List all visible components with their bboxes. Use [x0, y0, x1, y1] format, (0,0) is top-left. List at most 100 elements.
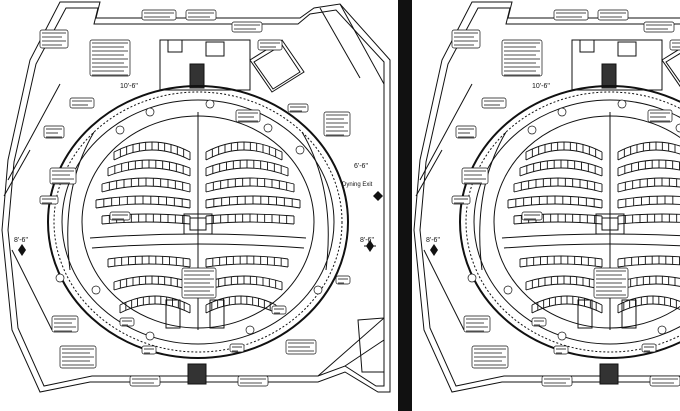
tag-bubble[interactable] [145, 107, 155, 117]
dining-exit-label: Dyning Exit [342, 182, 373, 188]
seat-row-outline [525, 149, 603, 161]
note-callout[interactable] [141, 9, 177, 21]
floor-plan-sheet-right[interactable]: 10'-6" 6'-6" 8'-6" 8'-6" Dyning Exit [412, 0, 680, 411]
note-callout[interactable] [541, 375, 573, 387]
note-callout[interactable] [649, 375, 680, 387]
note-callout[interactable] [257, 39, 283, 51]
dim-southeast-wall: 8'-6" [360, 237, 374, 244]
seat-row-outline [617, 159, 680, 169]
tag-bubble[interactable] [145, 331, 155, 341]
note-callout[interactable] [39, 195, 59, 205]
tag-bubble[interactable] [527, 125, 537, 135]
tag-bubble[interactable] [91, 285, 101, 295]
tag-bubble[interactable] [115, 125, 125, 135]
cross-aisle [89, 233, 307, 239]
tag-bubble[interactable] [55, 273, 65, 283]
north-arrow-icon [430, 244, 438, 256]
building-outline-inner [7, 7, 385, 387]
corridor-line [423, 249, 465, 331]
seat-row-outline [617, 167, 680, 177]
note-callout[interactable] [531, 317, 547, 327]
floor-plan-sheet-left[interactable]: 10'-6" 6'-6" 8'-6" 8'-6" Dyning Exit [0, 0, 398, 411]
seat-row-outline [205, 149, 283, 161]
inner-ring [61, 99, 335, 345]
booth-box [601, 63, 617, 89]
note-callout[interactable] [287, 103, 309, 113]
note-callout[interactable] [597, 9, 629, 21]
note-callout[interactable] [669, 39, 680, 51]
note-callout[interactable] [553, 9, 589, 21]
note-callout[interactable] [647, 109, 673, 123]
tag-bubble[interactable] [245, 325, 255, 335]
corridor-line [3, 149, 31, 197]
outer-ring-2 [465, 91, 680, 353]
side-room [661, 48, 680, 88]
note-callout[interactable] [141, 345, 157, 355]
note-callout[interactable] [521, 211, 543, 221]
note-callout[interactable] [643, 21, 675, 33]
inner-ring [473, 99, 680, 345]
seat-row-outline [205, 203, 301, 209]
seat-row-outline [617, 203, 680, 209]
note-callout[interactable] [49, 167, 77, 185]
note-callout[interactable] [553, 345, 569, 355]
note-callout[interactable] [109, 211, 131, 221]
tag-bubble[interactable] [557, 331, 567, 341]
tag-bubble[interactable] [557, 107, 567, 117]
tag-bubble[interactable] [313, 285, 323, 295]
booth-box [579, 39, 595, 53]
tag-bubble[interactable] [657, 325, 667, 335]
seat-row-outline [617, 177, 680, 185]
note-callout[interactable] [119, 317, 135, 327]
north-arrow-icon [18, 244, 26, 256]
note-callout[interactable] [323, 111, 351, 137]
cross-aisle [503, 243, 680, 249]
note-callout[interactable] [455, 125, 477, 139]
note-callout[interactable] [461, 167, 489, 185]
tag-bubble[interactable] [295, 145, 305, 155]
note-callout[interactable] [463, 315, 491, 333]
outer-ring [459, 85, 680, 359]
booth-box [617, 41, 637, 57]
note-callout[interactable] [185, 9, 217, 21]
note-callout[interactable] [69, 97, 95, 109]
note-callout[interactable] [271, 305, 287, 315]
seat-row-outline [101, 185, 191, 193]
ramp-right [301, 131, 329, 271]
note-callout[interactable] [51, 315, 79, 333]
tag-bubble[interactable] [675, 123, 680, 133]
note-callout[interactable] [231, 21, 263, 33]
tag-bubble[interactable] [617, 99, 627, 109]
note-callout[interactable] [129, 375, 161, 387]
ramp-left [479, 131, 507, 271]
note-callout[interactable] [235, 109, 261, 123]
tag-bubble[interactable] [467, 273, 477, 283]
dim-radius-top: 10'-6" [532, 83, 550, 90]
seat-row-outline [617, 255, 680, 260]
note-callout[interactable] [481, 97, 507, 109]
tag-bubble[interactable] [263, 123, 273, 133]
seat-row-outline [205, 185, 295, 193]
note-callout[interactable] [43, 125, 65, 139]
seat-row-outline [113, 283, 191, 291]
note-callout[interactable] [451, 195, 471, 205]
annotation-callouts [39, 9, 351, 387]
seat-row-outline [519, 167, 603, 177]
dim-west-wall: 8'-6" [426, 237, 440, 244]
corridor-line [415, 149, 443, 197]
tag-bubble[interactable] [503, 285, 513, 295]
building-outline [413, 1, 680, 393]
seat-row-outline [513, 221, 603, 225]
note-callout[interactable] [641, 343, 657, 353]
note-callout[interactable] [39, 29, 69, 49]
note-callout[interactable] [229, 343, 245, 353]
tag-bubble[interactable] [205, 99, 215, 109]
ramp-left [67, 131, 95, 271]
note-callout[interactable] [237, 375, 269, 387]
entry-box [599, 363, 619, 385]
seating-rows [95, 141, 301, 314]
note-callout[interactable] [451, 29, 481, 49]
corridor-line [419, 83, 473, 181]
note-callout[interactable] [335, 275, 351, 285]
seat-row-outline [519, 263, 603, 268]
